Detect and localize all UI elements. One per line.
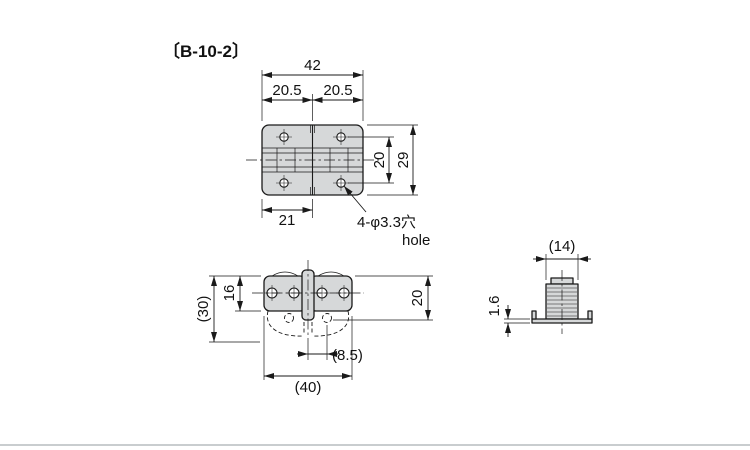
dim-text-20: 20 [371, 152, 388, 169]
flange-end-tab-right [587, 310, 593, 320]
spring-knuckle-lines [262, 147, 363, 173]
dim-text-20-5-right: 20.5 [323, 82, 352, 99]
phantom-hole [284, 313, 294, 323]
part-number-label: 〔B-10-2〕 [163, 41, 249, 61]
flange-end-tab-left [531, 310, 537, 320]
hole-centerline-crosses [276, 129, 349, 191]
hole-note-jp: 4-φ3.3穴 [357, 214, 416, 231]
dim-text-8-5: (8.5) [332, 347, 363, 364]
dim-text-1-6: 1.6 [486, 296, 503, 317]
dim-text-42: 42 [304, 57, 321, 74]
dim-text-40: (40) [295, 379, 322, 396]
hole-leader-line [343, 185, 367, 213]
center-slot-lines [310, 125, 315, 195]
phantom-pin-lines [303, 322, 313, 334]
dim-text-20-front: 20 [409, 290, 426, 307]
top-view: 42 20.5 20.5 20 29 21 4-φ3.3穴 hole [246, 57, 430, 249]
open-wing-phantom-outline [266, 310, 350, 337]
dim-text-16: 16 [221, 285, 238, 302]
extension-lines [504, 254, 579, 324]
phantom-hole [322, 313, 332, 323]
dim-text-14: (14) [549, 238, 576, 255]
dim-text-21: 21 [279, 212, 296, 229]
dim-text-30: (30) [195, 296, 212, 323]
knuckle-arcs [271, 271, 345, 277]
front-view: (30) 16 20 (8.5) (40) [195, 260, 433, 396]
dim-text-20-5-left: 20.5 [272, 82, 301, 99]
side-view: (14) 1.6 [486, 238, 593, 337]
hole-note-en: hole [402, 232, 430, 249]
dim-text-29: 29 [395, 152, 412, 169]
